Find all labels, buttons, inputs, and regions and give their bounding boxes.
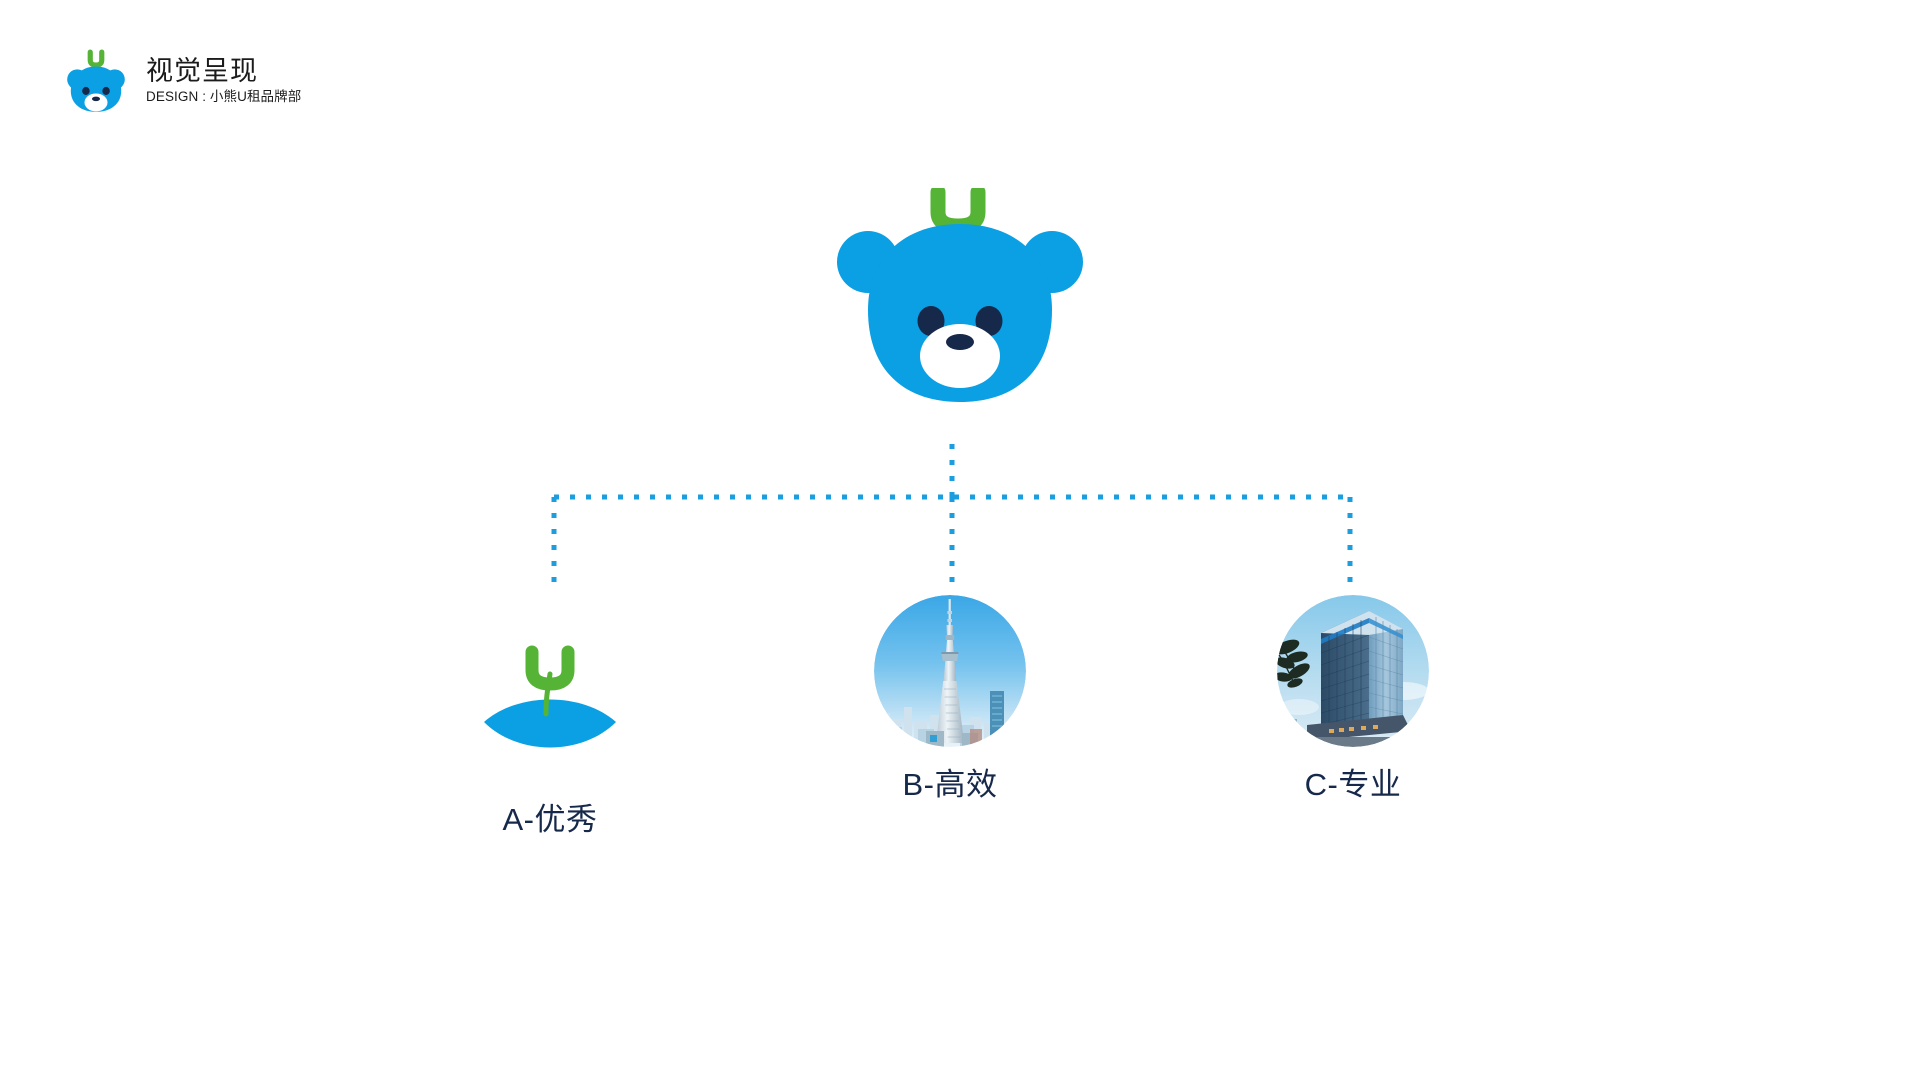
tree-node-b[interactable]: B-高效 (830, 595, 1070, 800)
tree-node-a[interactable]: A-优秀 (430, 630, 670, 835)
tree-node-b-label: B-高效 (902, 767, 998, 802)
glass-office-tower-photo (1277, 595, 1429, 747)
brand-subtitle: DESIGN : 小熊U租品牌部 (146, 89, 302, 105)
tree-node-a-label: A-优秀 (502, 802, 598, 837)
brand-text-block: 视觉呈现 DESIGN : 小熊U租品牌部 (146, 51, 301, 105)
tree-node-c-label: C-专业 (1304, 767, 1402, 802)
bear-mascot-icon (60, 42, 132, 114)
sprout-leaf-icon (474, 630, 626, 782)
brand-lockup: 视觉呈现 DESIGN : 小熊U租品牌部 (60, 42, 301, 114)
tree-node-c[interactable]: C-专业 (1233, 595, 1473, 800)
root-node-mascot (830, 188, 1090, 438)
tokyo-skytree-photo (874, 595, 1026, 747)
brand-title: 视觉呈现 (146, 55, 258, 86)
